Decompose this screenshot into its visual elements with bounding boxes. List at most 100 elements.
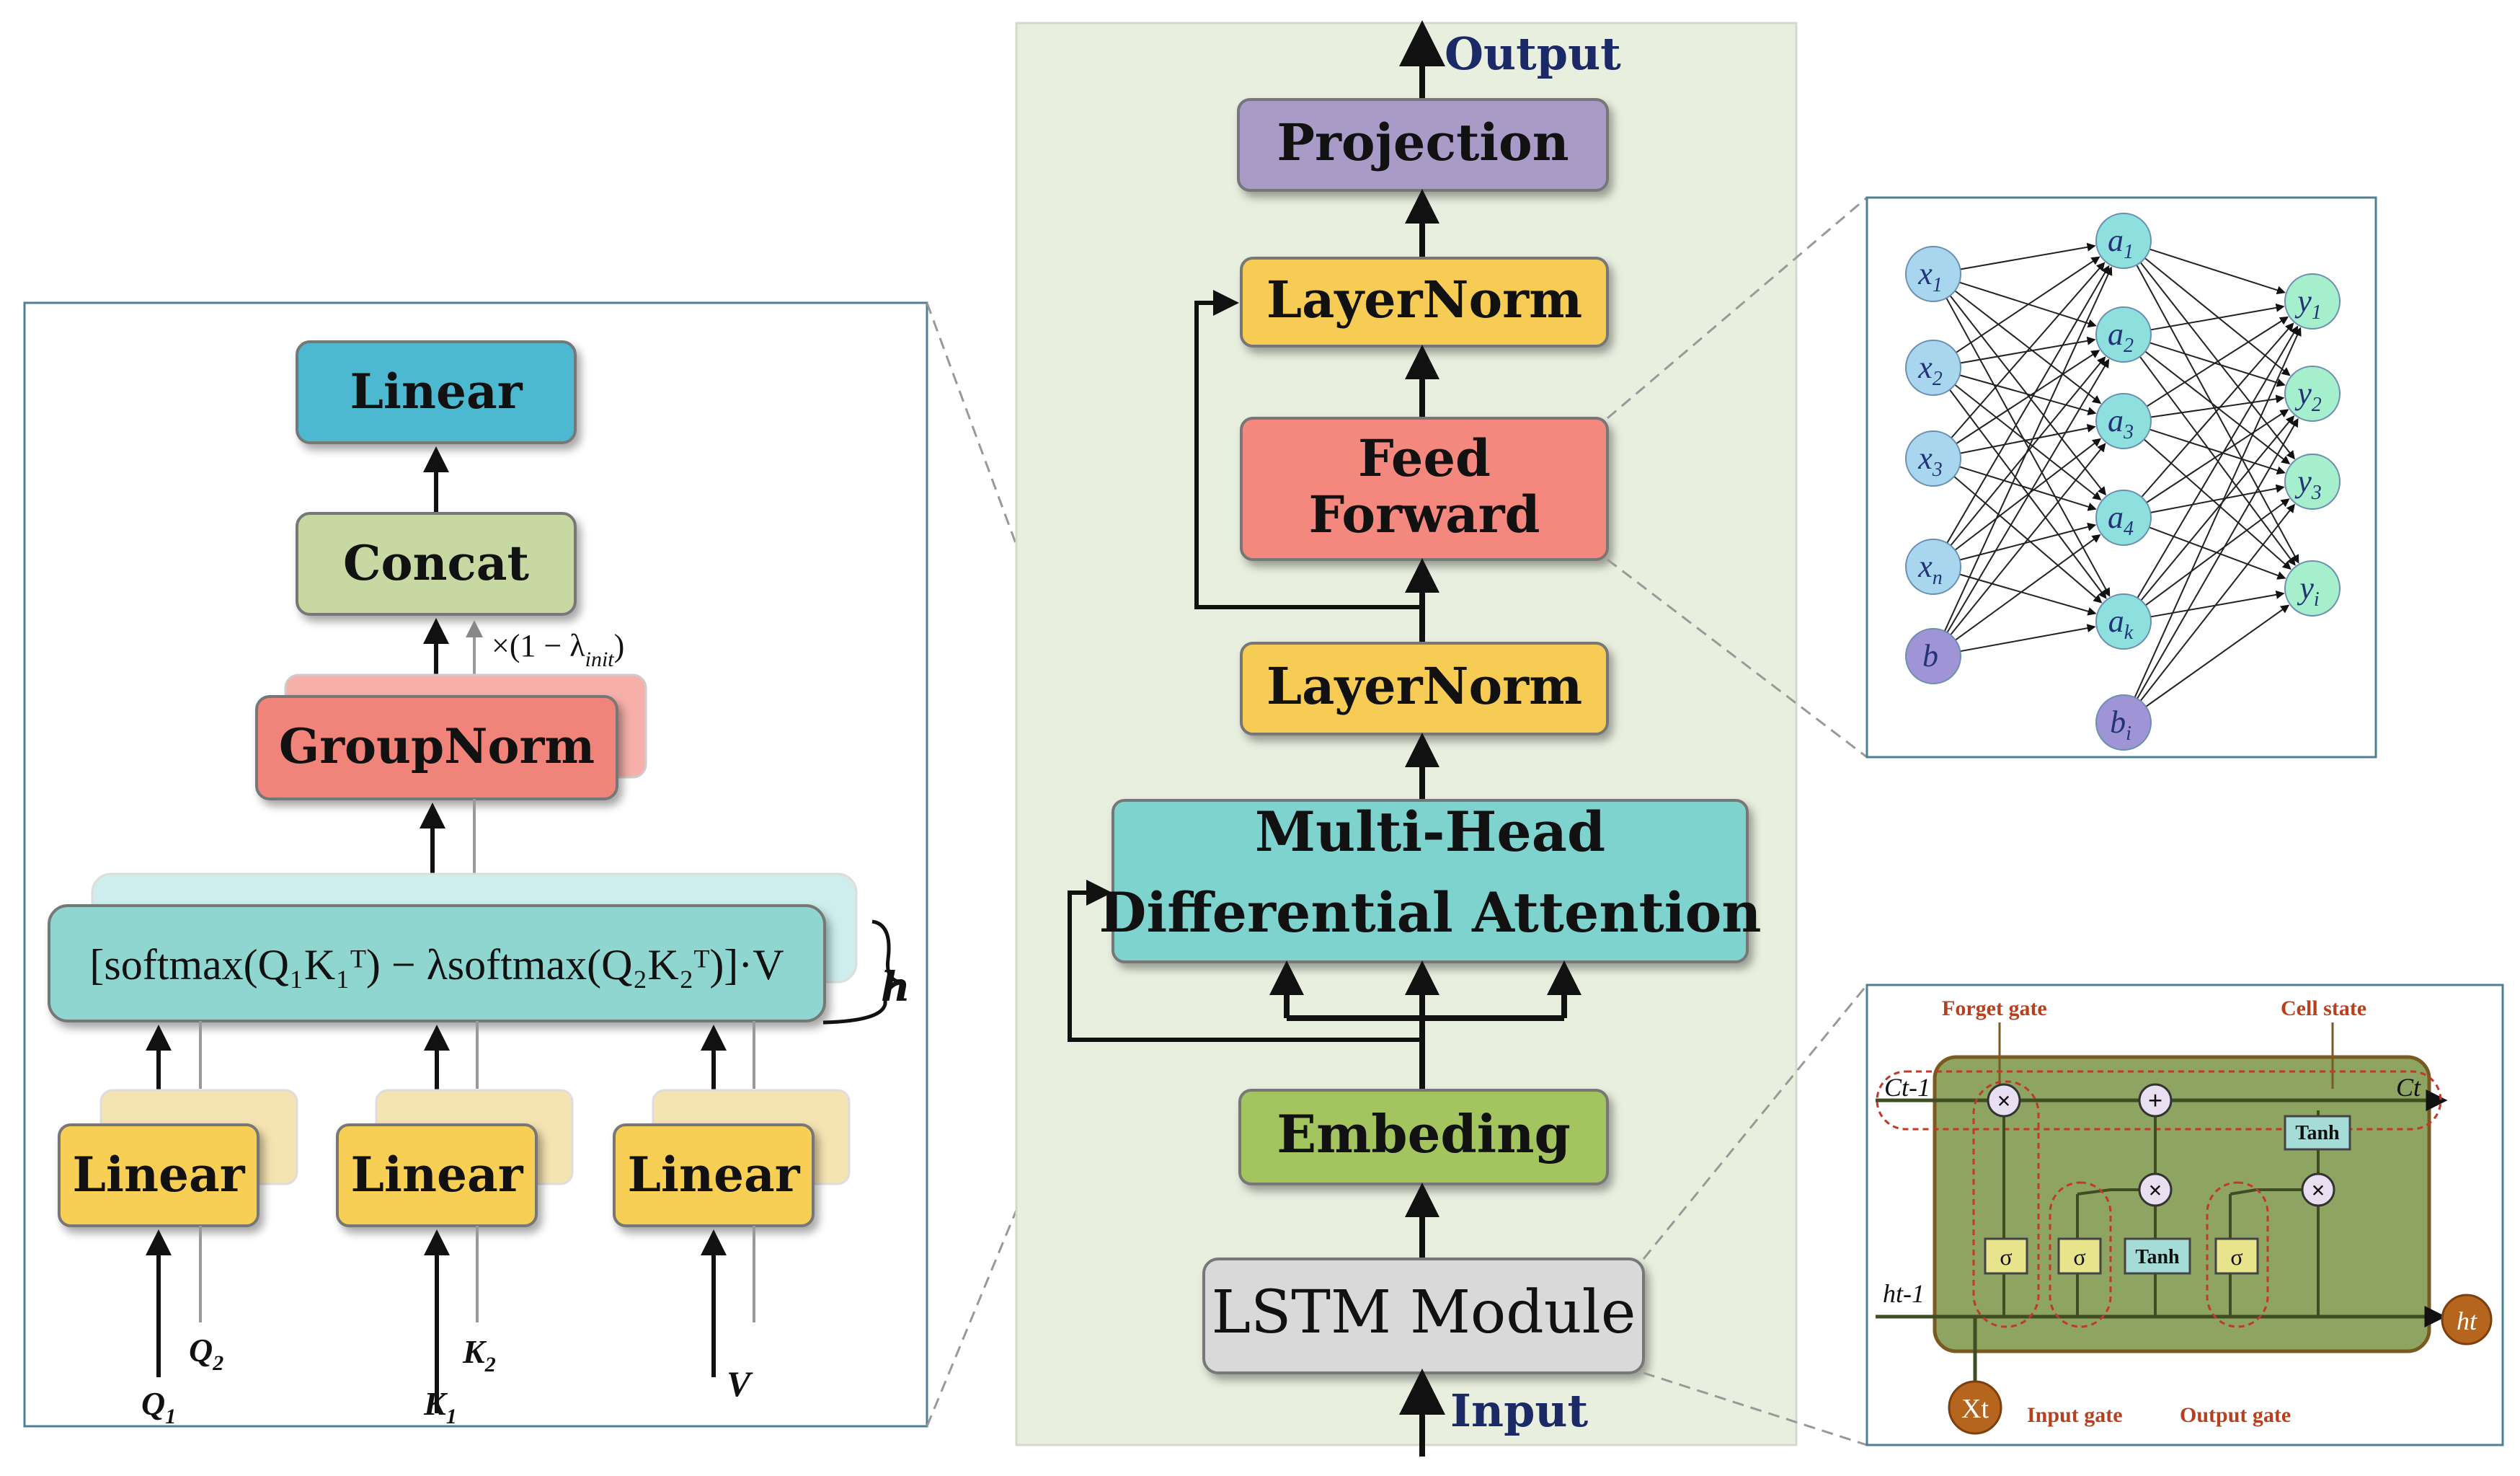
- k2-label: K2: [462, 1333, 496, 1376]
- nn-edge: [2145, 604, 2290, 707]
- layernorm-top-block: LayerNorm: [1240, 257, 1609, 348]
- residual-attn: [1068, 880, 1422, 1042]
- nn-edge: [2140, 415, 2295, 601]
- nn-panel: x1 x2 x3 xn b a1 a2 a3 a4 ak bi y1 y2 y3 yi: [1865, 196, 2377, 759]
- nn-output-node-1-label: y1: [2294, 283, 2322, 324]
- nn-input-node-1: x1: [1905, 246, 1961, 302]
- lstm-module-block: LSTM Module: [1202, 1258, 1645, 1374]
- nn-edge: [1946, 358, 2110, 633]
- nn-edge: [2141, 322, 2294, 498]
- svg-text:×: ×: [2148, 1177, 2162, 1204]
- lstm-module-label: LSTM Module: [1212, 1278, 1636, 1347]
- nn-edge: [1956, 350, 2100, 445]
- projection-label: Projection: [1277, 112, 1569, 172]
- cell-tanh-box: Tanh: [2284, 1115, 2351, 1151]
- nn-input-bias-node-label: b: [1922, 638, 1938, 673]
- feed-forward-label-2: Forward: [1309, 485, 1540, 544]
- h-prev-label: ht-1: [1883, 1279, 1925, 1308]
- output-label: Output: [1445, 27, 1621, 80]
- nn-hidden-node-5: ak: [2095, 593, 2152, 650]
- h-next-node: [2441, 1294, 2493, 1345]
- cell-state-label: Cell state: [2281, 996, 2366, 1020]
- svg-text:σ: σ: [2073, 1244, 2085, 1270]
- nn-edge: [1951, 262, 2106, 439]
- nn-edge: [2149, 428, 2286, 475]
- concat-block: Concat: [296, 512, 577, 616]
- nn-output-node-2: y2: [2284, 366, 2341, 422]
- k1-label: K1: [423, 1385, 457, 1428]
- input-gate-label: Input gate: [2027, 1403, 2123, 1427]
- heads-label: h: [881, 963, 910, 1011]
- nn-edge: [2143, 438, 2291, 570]
- attention-formula-block: [softmax(Q₁K₁ᵀ) − λsoftmax(Q₂K₂ᵀ)]·V: [48, 904, 826, 1022]
- linear-k-block: Linear: [336, 1123, 538, 1227]
- nn-hidden-node-3: a3: [2095, 393, 2152, 449]
- nn-hidden-node-4-label: a4: [2108, 500, 2134, 540]
- layernorm-mid-label: LayerNorm: [1266, 656, 1582, 716]
- c-next-label: Ct: [2396, 1073, 2421, 1102]
- svg-text:σ: σ: [2000, 1244, 2012, 1270]
- svg-text:×: ×: [1997, 1088, 2010, 1115]
- nn-hidden-bias-node-label: bi: [2110, 704, 2131, 745]
- output-multiply-op: ×: [2301, 1172, 2335, 1207]
- svg-text:Tanh: Tanh: [2295, 1122, 2340, 1144]
- projection-block: Projection: [1237, 98, 1609, 192]
- nn-edge: [1950, 443, 2106, 636]
- nn-edge: [2150, 394, 2285, 418]
- q2-label: Q2: [189, 1332, 223, 1375]
- nn-edge: [2144, 498, 2290, 606]
- nn-edge: [1949, 389, 2107, 599]
- nn-hidden-node-1-label: a1: [2108, 223, 2134, 263]
- nn-output-node-1: y1: [2284, 273, 2341, 330]
- nn-edge: [2149, 248, 2286, 295]
- nn-hidden-node-1: a1: [2095, 213, 2152, 269]
- nn-edge: [1946, 297, 2111, 597]
- nn-output-node-4: yi: [2284, 560, 2341, 617]
- center-panel: Output Projection LayerNorm Feed Forward…: [1015, 20, 1798, 1457]
- nn-edge: [1946, 265, 2110, 544]
- forget-sigma-box: σ: [1984, 1237, 2028, 1275]
- nn-edge: [2150, 484, 2285, 513]
- nn-input-node-4-label: xn: [1917, 549, 1943, 589]
- nn-edge: [2146, 316, 2289, 407]
- scale-note: ×(1 − λinit): [492, 628, 624, 671]
- v-label: V: [727, 1364, 753, 1404]
- linear-v-block: Linear: [613, 1123, 815, 1227]
- nn-input-node-2: x2: [1905, 340, 1961, 396]
- nn-hidden-node-2-label: a2: [2108, 317, 2134, 357]
- nn-input-node-4: xn: [1905, 539, 1961, 595]
- nn-edge: [2137, 325, 2299, 598]
- q1-label: Q1: [141, 1385, 176, 1428]
- nn-nodes: x1 x2 x3 xn b a1 a2 a3 a4 ak bi y1 y2 y3 yi: [1905, 213, 2341, 751]
- cell-add-op: +: [2138, 1083, 2173, 1118]
- nn-hidden-bias-node: bi: [2095, 694, 2152, 751]
- nn-input-node-1-label: x1: [1917, 256, 1943, 296]
- groupnorm-label: GroupNorm: [279, 718, 595, 774]
- multi-head-label-2: Differential Attention: [1099, 880, 1761, 945]
- layernorm-top-label: LayerNorm: [1266, 270, 1582, 330]
- nn-output-node-3-label: y3: [2294, 464, 2322, 504]
- attention-formula: [softmax(Q₁K₁ᵀ) − λsoftmax(Q₂K₂ᵀ)]·V: [89, 941, 784, 989]
- nn-edge: [2139, 262, 2295, 460]
- nn-input-node-3: x3: [1905, 430, 1961, 487]
- layernorm-mid-block: LayerNorm: [1240, 642, 1609, 735]
- linear-q-block: Linear: [58, 1123, 259, 1227]
- nn-edge: [1960, 423, 2096, 454]
- nn-edge: [1956, 256, 2100, 353]
- residual-ff: [1194, 290, 1422, 609]
- input-multiply-op: ×: [2138, 1172, 2173, 1207]
- linear-k-label: Linear: [351, 1146, 524, 1203]
- nn-edge: [1959, 573, 2097, 616]
- groupnorm-block: GroupNorm: [255, 695, 618, 800]
- input-sigma-box: σ: [2057, 1237, 2102, 1275]
- nn-hidden-node-5-label: ak: [2108, 604, 2134, 644]
- output-sigma-box: σ: [2214, 1237, 2259, 1275]
- svg-text:Tanh: Tanh: [2135, 1246, 2180, 1268]
- c-prev-label: Ct-1: [1884, 1073, 1930, 1102]
- x-input-node: [1948, 1380, 2002, 1435]
- multi-head-label-1: Multi-Head: [1255, 800, 1605, 864]
- nn-edge: [1958, 281, 2097, 328]
- input-label: Input: [1450, 1384, 1589, 1437]
- forget-gate-label: Forget gate: [1942, 996, 2047, 1020]
